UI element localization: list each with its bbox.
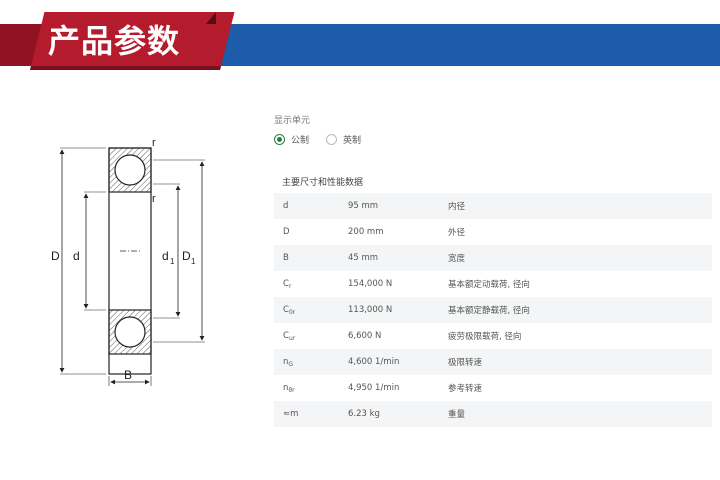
spec-value: 113,000 N: [348, 305, 393, 315]
spec-value: 95 mm: [348, 201, 379, 211]
spec-symbol: nG: [274, 349, 348, 375]
banner-blue-bar: [150, 24, 720, 66]
spec-symbol: Cr: [274, 271, 348, 297]
unit-option-imperial[interactable]: 英制: [326, 132, 361, 146]
radio-imperial[interactable]: [326, 133, 337, 145]
spec-description: 重量: [448, 410, 466, 420]
spec-value: 200 mm: [348, 227, 384, 237]
label-D1-sub: 1: [191, 257, 196, 266]
spec-symbol-main: B: [283, 253, 289, 263]
spec-symbol-main: D: [283, 227, 290, 237]
radio-metric[interactable]: [274, 133, 285, 145]
table-row: D 200 mm 外径: [274, 219, 712, 245]
spec-symbol: nϑr: [274, 375, 348, 401]
spec-description: 基本额定静载荷, 径向: [448, 306, 530, 316]
spec-symbol: ≈m: [274, 401, 348, 427]
spec-symbol-main: d: [283, 201, 289, 211]
label-r-top: r: [152, 137, 156, 149]
units-label: 显示单元: [274, 116, 311, 126]
spec-description: 内径: [448, 202, 466, 212]
spec-symbol: C0r: [274, 297, 348, 323]
spec-value: 4,950 1/min: [348, 383, 400, 393]
unit-option-label: 公制: [291, 135, 310, 146]
table-row: d 95 mm 内径: [274, 193, 712, 219]
unit-option-metric[interactable]: 公制: [274, 132, 309, 146]
spec-symbol-main: n: [283, 382, 289, 393]
spec-symbol-subscript: G: [288, 360, 294, 368]
label-D: D: [51, 249, 60, 263]
spec-symbol-main: C: [283, 330, 289, 341]
page-title: 产品参数: [48, 22, 181, 60]
spec-symbol-main: n: [283, 356, 289, 367]
specs-title: 主要尺寸和性能数据: [282, 178, 364, 188]
table-row: B 45 mm 宽度: [274, 245, 712, 271]
spec-description: 外径: [448, 228, 466, 238]
spec-description: 极限转速: [448, 358, 483, 368]
spec-symbol: Cur: [274, 323, 348, 349]
banner-fold: [206, 12, 216, 24]
spec-description: 宽度: [448, 254, 466, 264]
label-B: B: [124, 368, 132, 382]
spec-symbol: B: [274, 245, 348, 271]
label-d1: d: [162, 249, 169, 263]
spec-symbol-subscript: ϑr: [288, 386, 295, 394]
spec-symbol: d: [274, 193, 348, 219]
spec-symbol-main: C: [283, 304, 289, 315]
spec-description: 疲劳极限载荷, 径向: [448, 332, 522, 342]
label-d: d: [73, 249, 80, 263]
spec-symbol-subscript: ur: [288, 334, 296, 342]
table-row: ≈m 6.23 kg 重量: [274, 401, 712, 427]
spec-symbol-subscript: 0r: [288, 308, 296, 316]
spec-value: 154,000 N: [348, 279, 393, 289]
header-banner: 产品参数: [0, 0, 720, 85]
label-D1: D: [182, 249, 191, 263]
spec-symbol-main: C: [283, 278, 289, 289]
spec-value: 4,600 1/min: [348, 357, 400, 367]
spec-value: 6.23 kg: [348, 409, 380, 419]
spec-value: 6,600 N: [348, 331, 382, 341]
spec-description: 基本额定动载荷, 径向: [448, 280, 530, 290]
label-d1-sub: 1: [170, 257, 175, 266]
unit-option-label: 英制: [343, 135, 362, 146]
spec-description: 参考转速: [448, 384, 483, 394]
spec-symbol-main: ≈m: [283, 409, 299, 419]
spec-symbol-subscript: r: [288, 282, 292, 290]
spec-value: 45 mm: [348, 253, 379, 263]
bearing-drawing: D d d 1 D 1 B r r: [51, 137, 205, 386]
spec-symbol: D: [274, 219, 348, 245]
label-r-mid: r: [152, 193, 156, 205]
